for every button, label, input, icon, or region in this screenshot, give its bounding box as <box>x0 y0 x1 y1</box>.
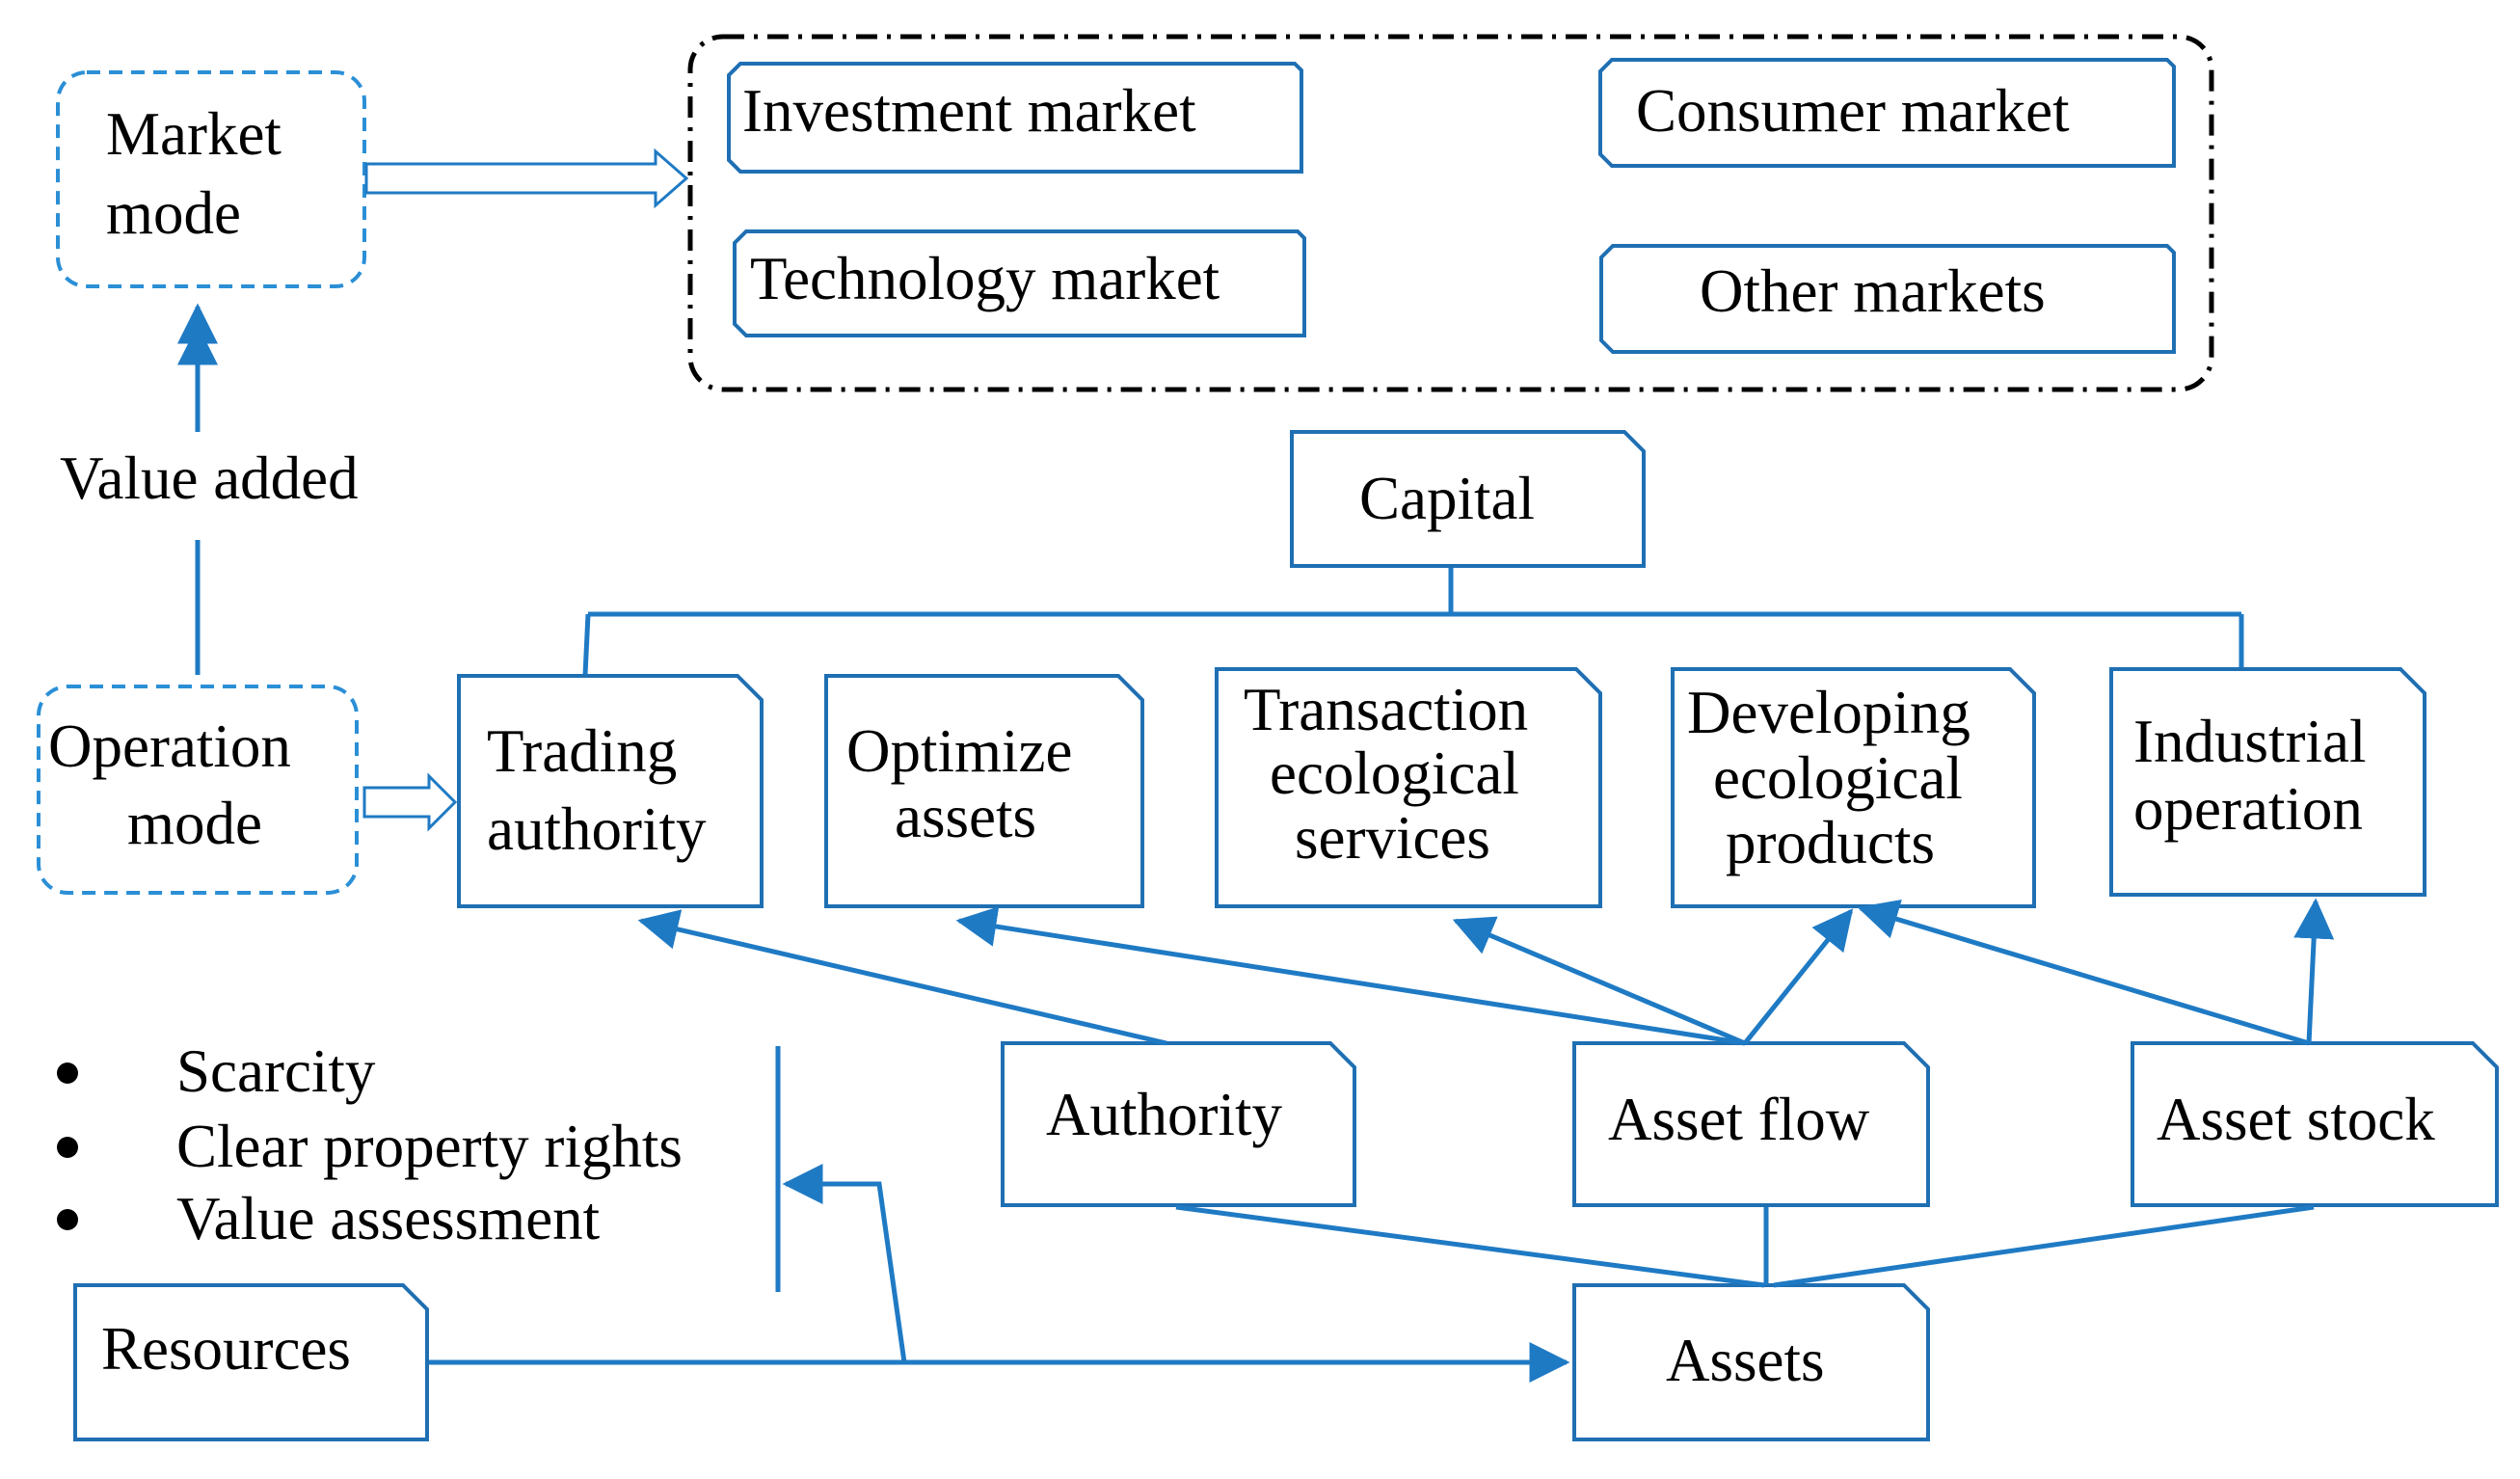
assetstock-to-developing-arrow <box>1857 899 2310 1046</box>
investment-market-label: Investment market <box>742 77 1196 145</box>
operation-mode-box: Operation mode <box>37 685 359 895</box>
conditions-feedback-arrow <box>782 1164 907 1363</box>
transaction-ecological-services-box: Transaction ecological services <box>1215 667 1602 908</box>
value-added-label: Value added <box>60 444 359 512</box>
asset-flow-label: Asset flow <box>1608 1086 1870 1153</box>
industrial-operation-box: Industrial operation <box>2109 667 2426 897</box>
condition-clear-property-rights: Clear property rights <box>176 1113 683 1180</box>
assetstock-to-industrial-arrow <box>2293 898 2335 1044</box>
assets-label: Assets <box>1666 1327 1825 1394</box>
developing-label-2: ecological <box>1713 744 1963 812</box>
asset-flow-box: Asset flow <box>1572 1041 1930 1207</box>
asset-stock-box: Asset stock <box>2131 1041 2499 1207</box>
market-mode-label-2: mode <box>106 179 241 247</box>
transaction-label-2: ecological <box>1270 740 1519 807</box>
operation-mode-arrow <box>362 772 458 832</box>
market-mode-box: Market mode <box>56 70 366 288</box>
transaction-label-1: Transaction <box>1244 676 1528 743</box>
market-mode-arrow <box>364 148 689 209</box>
trading-authority-label-2: authority <box>487 795 707 863</box>
capital-label: Capital <box>1359 465 1535 532</box>
optimize-assets-label-2: assets <box>895 783 1036 850</box>
other-markets-label: Other markets <box>1700 257 2046 325</box>
other-markets-box: Other markets <box>1599 244 2176 354</box>
condition-scarcity: Scarcity <box>176 1037 376 1105</box>
asset-stock-label: Asset stock <box>2157 1086 2435 1153</box>
authority-box: Authority <box>1001 1041 1356 1207</box>
trading-authority-box: Trading authority <box>457 674 764 908</box>
capital-box: Capital <box>1290 430 1646 568</box>
resources-label: Resources <box>101 1315 351 1383</box>
trading-authority-label-1: Trading <box>487 717 677 785</box>
developing-ecological-products-box: Developing ecological products <box>1671 667 2036 908</box>
authority-label: Authority <box>1046 1081 1282 1148</box>
optimize-assets-box: Optimize assets <box>824 674 1144 908</box>
assets-to-assetstock-line <box>1773 1204 2315 1288</box>
transaction-label-3: services <box>1295 804 1490 872</box>
developing-label-1: Developing <box>1687 679 1970 746</box>
authority-to-trading-arrow <box>637 909 1167 1046</box>
developing-label-3: products <box>1726 809 1935 876</box>
operation-mode-label-1: Operation <box>48 713 291 780</box>
assetflow-to-optimize-arrow <box>955 906 1746 1046</box>
market-group-frame <box>687 34 2214 392</box>
industrial-operation-label-1: Industrial <box>2133 708 2366 775</box>
market-mode-label-1: Market <box>106 100 281 168</box>
optimize-assets-label-1: Optimize <box>846 717 1072 785</box>
consumer-market-box: Consumer market <box>1598 58 2176 168</box>
technology-market-box: Technology market <box>733 229 1306 337</box>
assetflow-to-transaction-arrow <box>1452 916 1746 1046</box>
capital-bracket-left <box>582 613 591 676</box>
bullet-value-assessment <box>57 1209 78 1230</box>
bullet-scarcity <box>57 1062 78 1084</box>
investment-market-box: Investment market <box>727 62 1303 174</box>
technology-market-label: Technology market <box>750 245 1220 312</box>
condition-value-assessment: Value assessment <box>176 1185 601 1252</box>
resources-box: Resources <box>73 1283 429 1441</box>
bullet-clear-property-rights <box>57 1137 78 1158</box>
assetflow-to-developing-arrow <box>1743 908 1854 1045</box>
industrial-operation-label-2: operation <box>2133 775 2363 843</box>
consumer-market-label: Consumer market <box>1636 77 2070 145</box>
assets-box: Assets <box>1572 1283 1930 1441</box>
operation-mode-label-2: mode <box>127 790 262 857</box>
assets-to-authority-line <box>1175 1204 1765 1288</box>
